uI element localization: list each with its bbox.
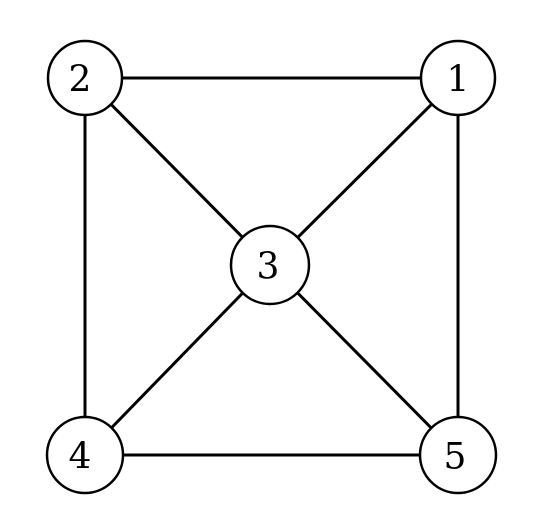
node-4-circle <box>45 415 125 495</box>
node-5: 5 <box>418 415 498 495</box>
edge-4-3 <box>83 263 272 457</box>
node-3-circle <box>229 224 311 306</box>
node-5-label: 5 <box>444 437 467 478</box>
node-3-label: 3 <box>257 247 280 288</box>
node-5-circle <box>418 415 498 495</box>
node-4: 4 <box>45 415 125 495</box>
edge-2-3 <box>83 76 272 267</box>
node-2-circle <box>46 39 124 117</box>
edge-5-3 <box>268 263 460 457</box>
node-2-label: 2 <box>69 60 92 101</box>
node-1: 1 <box>419 39 497 117</box>
node-4-label: 4 <box>69 437 92 478</box>
node-1-circle <box>419 39 497 117</box>
edge-1-3 <box>268 76 460 267</box>
node-2: 2 <box>46 39 124 117</box>
nodes-layer: 1 2 3 4 5 <box>45 39 498 495</box>
node-3: 3 <box>229 224 311 306</box>
edges-layer <box>83 76 460 457</box>
node-1-label: 1 <box>447 60 470 101</box>
